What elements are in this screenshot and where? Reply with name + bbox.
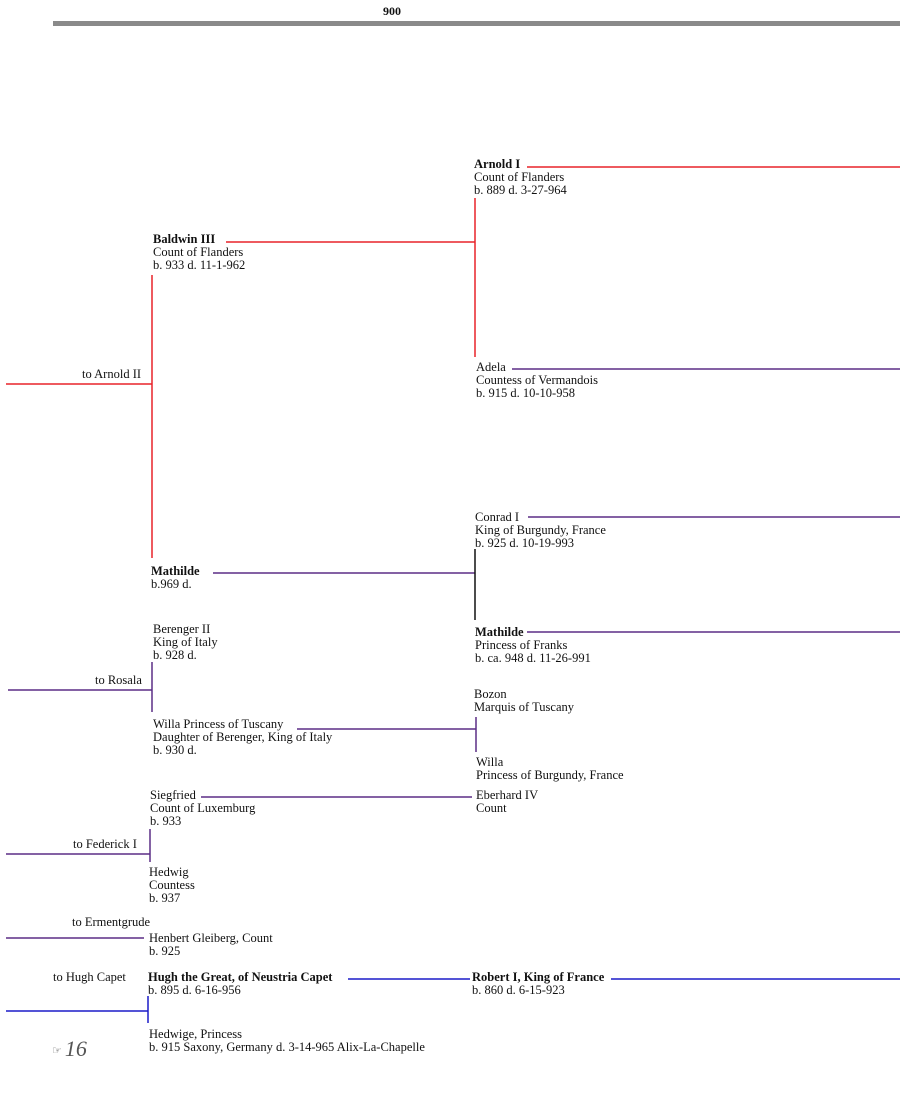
person-name: Henbert Gleiberg, Count bbox=[149, 931, 273, 945]
person-name: Baldwin III bbox=[153, 232, 216, 246]
person-robert-1: Robert I, King of France b. 860 d. 6-15-… bbox=[472, 971, 604, 997]
person-name: Siegfried bbox=[150, 788, 196, 802]
person-dates: b. 925 bbox=[149, 944, 181, 958]
person-name: Mathilde bbox=[475, 625, 524, 639]
link-to-ermentgrude[interactable]: to Ermentgrude bbox=[72, 915, 151, 929]
page-number-value: 16 bbox=[64, 1036, 87, 1061]
link-to-arnold-2[interactable]: to Arnold II bbox=[82, 367, 142, 381]
page-number: ☞16 bbox=[52, 1036, 87, 1062]
person-name: Bozon bbox=[474, 687, 507, 701]
person-siegfried: Siegfried Count of Luxemburg b. 933 bbox=[150, 789, 255, 828]
person-name: Mathilde bbox=[151, 564, 200, 578]
person-title: Daughter of Berenger, King of Italy bbox=[153, 730, 333, 744]
person-willa-tuscany: Willa Princess of Tuscany Daughter of Be… bbox=[153, 718, 332, 757]
person-title: Princess of Franks bbox=[475, 638, 568, 652]
person-dates: b. 933 d. 11-1-962 bbox=[153, 258, 246, 272]
person-dates: b. 915 Saxony, Germany d. 3-14-965 Alix-… bbox=[149, 1040, 425, 1054]
person-title: Princess of Burgundy, France bbox=[476, 768, 624, 782]
person-name: Willa bbox=[476, 755, 504, 769]
person-dates: b.969 d. bbox=[151, 577, 192, 591]
person-adela: Adela Countess of Vermandois b. 915 d. 1… bbox=[476, 361, 598, 400]
link-to-federick-1[interactable]: to Federick I bbox=[73, 837, 137, 851]
person-dates: b. 930 d. bbox=[153, 743, 197, 757]
person-title: King of Burgundy, France bbox=[475, 523, 606, 537]
person-hedwig: Hedwig Countess b. 937 bbox=[149, 866, 195, 905]
person-eberhard-4: Eberhard IV Count bbox=[476, 789, 538, 815]
person-conrad-1: Conrad I King of Burgundy, France b. 925… bbox=[475, 511, 606, 550]
person-bozon: Bozon Marquis of Tuscany bbox=[474, 688, 574, 714]
person-dates: b. ca. 948 d. 11-26-991 bbox=[475, 651, 591, 665]
person-name: Berenger II bbox=[153, 622, 211, 636]
person-mathilde-princess: Mathilde Princess of Franks b. ca. 948 d… bbox=[475, 626, 591, 665]
header-rule bbox=[53, 21, 900, 26]
year-heading: 900 bbox=[383, 4, 401, 18]
person-title: Count of Luxemburg bbox=[150, 801, 256, 815]
person-title: Countess bbox=[149, 878, 195, 892]
person-name: Eberhard IV bbox=[476, 788, 539, 802]
link-to-hugh-capet[interactable]: to Hugh Capet bbox=[53, 970, 126, 984]
person-mathilde: Mathilde b.969 d. bbox=[151, 565, 200, 591]
person-name: Willa Princess of Tuscany bbox=[153, 717, 284, 731]
person-name: Adela bbox=[476, 360, 506, 374]
person-willa-burgundy: Willa Princess of Burgundy, France bbox=[476, 756, 624, 782]
person-dates: b. 928 d. bbox=[153, 648, 197, 662]
person-baldwin-3: Baldwin III Count of Flanders b. 933 d. … bbox=[153, 233, 245, 272]
person-dates: b. 915 d. 10-10-958 bbox=[476, 386, 575, 400]
person-dates: b. 933 bbox=[150, 814, 182, 828]
person-dates: b. 889 d. 3-27-964 bbox=[474, 183, 567, 197]
person-title: Marquis of Tuscany bbox=[474, 700, 575, 714]
person-name: Conrad I bbox=[475, 510, 520, 524]
link-to-rosala[interactable]: to Rosala bbox=[95, 673, 142, 687]
person-name: Hugh the Great, of Neustria Capet bbox=[148, 970, 333, 984]
person-name: Robert I, King of France bbox=[472, 970, 605, 984]
pointing-hand-icon: ☞ bbox=[52, 1045, 62, 1058]
person-title: Count bbox=[476, 801, 507, 815]
person-hedwige: Hedwige, Princess b. 915 Saxony, Germany… bbox=[149, 1028, 425, 1054]
person-arnold-1: Arnold I Count of Flanders b. 889 d. 3-2… bbox=[474, 158, 567, 197]
person-name: Hedwig bbox=[149, 865, 189, 879]
person-henbert-gleiberg: Henbert Gleiberg, Count b. 925 bbox=[149, 932, 273, 958]
person-title: King of Italy bbox=[153, 635, 218, 649]
person-berenger-2: Berenger II King of Italy b. 928 d. bbox=[153, 623, 218, 662]
person-name: Hedwige, Princess bbox=[149, 1027, 243, 1041]
person-dates: b. 860 d. 6-15-923 bbox=[472, 983, 565, 997]
person-dates: b. 937 bbox=[149, 891, 181, 905]
person-title: Count of Flanders bbox=[474, 170, 565, 184]
person-title: Countess of Vermandois bbox=[476, 373, 598, 387]
person-name: Arnold I bbox=[474, 157, 521, 171]
person-hugh-the-great: Hugh the Great, of Neustria Capet b. 895… bbox=[148, 971, 332, 997]
person-title: Count of Flanders bbox=[153, 245, 244, 259]
person-dates: b. 895 d. 6-16-956 bbox=[148, 983, 241, 997]
person-dates: b. 925 d. 10-19-993 bbox=[475, 536, 574, 550]
